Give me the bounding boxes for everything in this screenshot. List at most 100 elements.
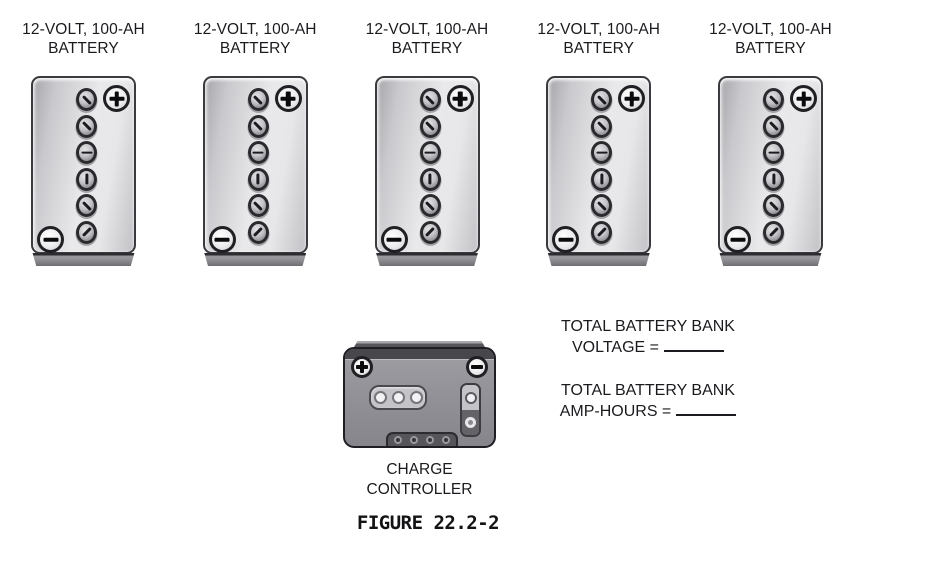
indicator-lights-panel [369,385,427,410]
controller-label-line1: CHARGE [386,461,453,478]
cell-cap-icon [591,114,613,138]
amp-hours-prefix: AMP-HOURS = [559,403,672,420]
positive-terminal-icon [790,85,817,112]
cell-cap-icon [763,167,784,191]
cell-cap-icon [76,141,97,164]
battery-base [376,253,478,266]
cell-cap-icon [247,167,269,191]
cell-cap-icon [419,88,441,111]
port-icon [410,436,418,444]
cell-cap-icon [419,220,441,244]
amp-hours-field-line2: AMP-HOURS = [538,401,758,422]
cell-cap-icon [76,167,97,191]
cell-cap-icon [591,220,613,244]
battery-label-line2: BATTERY [219,40,291,57]
cell-cap-icon [419,141,441,164]
cell-cap-icon [763,220,784,244]
battery-label-line1: 12-VOLT, 100-AH [365,21,489,38]
controller-terminal-block [386,432,458,446]
controller-positive-terminal-icon [351,356,373,378]
side-panel-upper [462,385,479,410]
battery-cell-caps [763,88,784,244]
positive-terminal-icon [618,85,646,112]
battery-label: 12-VOLT, 100-AH BATTERY [683,20,859,58]
battery-cell-caps [419,88,441,244]
controller-negative-terminal-icon [466,356,488,378]
battery: 12-VOLT, 100-AH BATTERY [537,21,660,266]
battery: 12-VOLT, 100-AH BATTERY [709,21,832,266]
voltage-blank [664,347,724,352]
cell-cap-icon [763,114,784,138]
charge-controller [343,341,496,448]
battery-base [32,253,135,266]
indicator-light-icon [391,391,405,404]
cell-cap-icon [76,194,97,217]
battery-label: 12-VOLT, 100-AH BATTERY [511,20,687,58]
battery: 12-VOLT, 100-AH BATTERY [22,21,145,266]
side-panel-button-icon [464,391,477,404]
port-icon [426,436,434,444]
cell-cap-icon [763,88,784,111]
cell-cap-icon [76,88,97,111]
battery: 12-VOLT, 100-AH BATTERY [194,21,316,266]
controller-label-line2: CONTROLLER [366,481,473,498]
battery-cell-caps [247,88,269,244]
cell-cap-icon [247,194,269,217]
cell-cap-icon [247,88,269,111]
indicator-light-icon [373,391,387,404]
negative-terminal-icon [208,226,236,253]
cell-cap-icon [591,167,613,191]
cell-cap-icon [591,194,613,217]
battery: 12-VOLT, 100-AH BATTERY [366,21,488,266]
cell-cap-icon [419,167,441,191]
battery-cell-caps [76,88,97,244]
cell-cap-icon [419,114,441,138]
battery-label-line2: BATTERY [48,40,119,57]
battery-base [547,253,650,266]
cell-cap-icon [591,141,613,164]
controller-body [343,347,496,448]
battery-label-line1: 12-VOLT, 100-AH [709,21,832,38]
indicator-light-icon [409,391,423,404]
battery-body [202,76,308,254]
battery-label: 12-VOLT, 100-AH BATTERY [339,20,515,58]
battery-label: 12-VOLT, 100-AH BATTERY [167,20,343,58]
controller-side-panel [460,383,481,437]
battery-label-line2: BATTERY [391,40,463,57]
battery-label-line2: BATTERY [735,40,806,57]
negative-terminal-icon [552,226,580,253]
side-panel-socket-icon [465,417,476,428]
cell-cap-icon [763,141,784,164]
battery-label-line1: 12-VOLT, 100-AH [193,21,317,38]
port-icon [394,436,402,444]
positive-terminal-icon [274,85,302,112]
battery-body [31,76,136,254]
negative-terminal-icon [724,226,751,253]
cell-cap-icon [247,141,269,164]
positive-terminal-icon [103,85,130,112]
battery-label: 12-VOLT, 100-AH BATTERY [0,20,172,58]
battery-body [718,76,823,254]
controller-label: CHARGE CONTROLLER [343,460,496,500]
amp-hours-field: TOTAL BATTERY BANK AMP-HOURS = [538,380,758,422]
battery-body [374,76,480,254]
cell-cap-icon [76,114,97,138]
amp-hours-blank [676,411,737,416]
positive-terminal-icon [446,85,474,112]
voltage-field: TOTAL BATTERY BANK VOLTAGE = [538,316,758,358]
battery-label-line1: 12-VOLT, 100-AH [22,21,145,38]
battery-cell-caps [591,88,613,244]
controller-top-band [345,349,494,359]
battery-base [719,253,822,266]
cell-cap-icon [591,88,613,111]
cell-cap-icon [419,194,441,217]
amp-hours-field-line1: TOTAL BATTERY BANK [561,382,735,399]
worksheet-fields: TOTAL BATTERY BANK VOLTAGE = TOTAL BATTE… [538,316,758,422]
cell-cap-icon [763,194,784,217]
battery-body [546,76,652,254]
cell-cap-icon [247,220,269,244]
voltage-prefix: VOLTAGE = [572,339,659,356]
battery-label-line1: 12-VOLT, 100-AH [537,21,661,38]
figure-caption: FIGURE 22.2-2 [356,512,500,534]
